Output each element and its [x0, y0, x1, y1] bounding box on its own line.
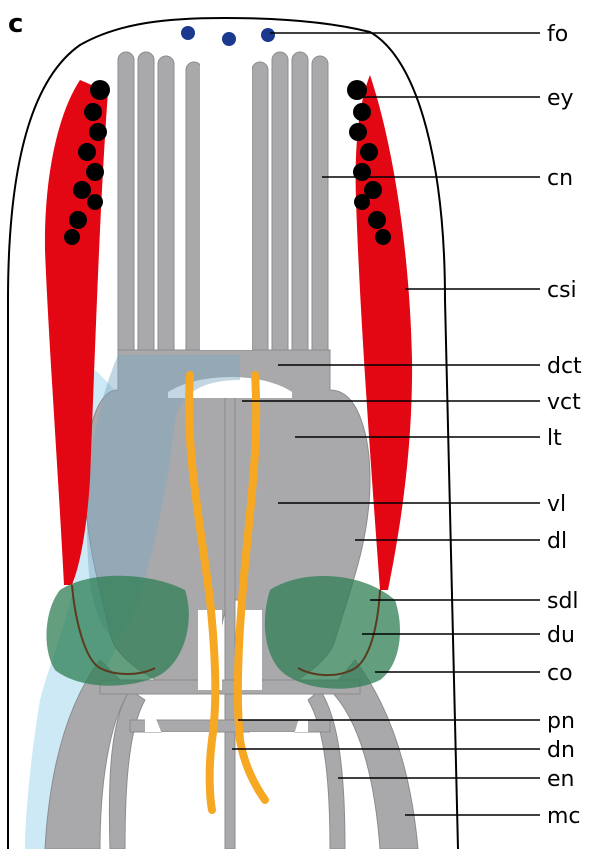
connective-nerve-l1 — [118, 52, 134, 360]
eye-l-5 — [86, 163, 104, 181]
labels: fo ey cn csi dct vct lt vl dl sdl du co … — [547, 22, 582, 829]
connective-nerve-l4 — [186, 62, 202, 360]
eye-r-5 — [353, 163, 371, 181]
dorsal-nerve — [225, 380, 235, 849]
label-sdl: sdl — [547, 589, 579, 614]
eye-r-9 — [375, 229, 391, 245]
label-csi: csi — [547, 278, 577, 303]
front-organ — [181, 26, 275, 46]
label-ey: ey — [547, 86, 574, 111]
green-lobe-left — [46, 576, 188, 686]
label-mc: mc — [547, 804, 581, 829]
label-fo: fo — [547, 22, 568, 47]
eye-l-4 — [78, 143, 96, 161]
eye-l-9 — [64, 229, 80, 245]
label-pn: pn — [547, 709, 575, 734]
label-dct: dct — [547, 354, 582, 379]
esophageal-nerve-right — [308, 690, 345, 849]
connective-nerve-l3 — [158, 56, 174, 360]
eye-r-3 — [349, 123, 367, 141]
label-vl: vl — [547, 492, 566, 517]
label-vct: vct — [547, 390, 581, 415]
connective-nerve-r3 — [292, 52, 308, 360]
label-du: du — [547, 623, 575, 648]
connective-nerve-r4 — [312, 56, 328, 360]
gap-center-top — [200, 62, 252, 350]
eye-r-8 — [368, 211, 386, 229]
eye-l-2 — [84, 103, 102, 121]
eye-r-2 — [353, 103, 371, 121]
label-dn: dn — [547, 738, 575, 763]
label-dl: dl — [547, 529, 567, 554]
eye-l-3 — [89, 123, 107, 141]
front-organ-dot-3 — [261, 28, 275, 42]
label-en: en — [547, 767, 574, 792]
eye-l-8 — [69, 211, 87, 229]
label-co: co — [547, 661, 573, 686]
connective-nerve-l2 — [138, 52, 154, 360]
eye-l-6 — [73, 181, 91, 199]
eye-l-1 — [90, 80, 110, 100]
label-cn: cn — [547, 166, 573, 191]
eye-r-7 — [354, 194, 370, 210]
connective-nerve-r1 — [252, 62, 268, 360]
label-lt: lt — [547, 426, 562, 451]
connective-nerve-r2 — [272, 52, 288, 360]
front-organ-dot-2 — [222, 32, 236, 46]
eye-l-7 — [87, 194, 103, 210]
front-organ-dot-1 — [181, 26, 195, 40]
eye-r-4 — [360, 143, 378, 161]
panel-label: c — [8, 9, 23, 39]
